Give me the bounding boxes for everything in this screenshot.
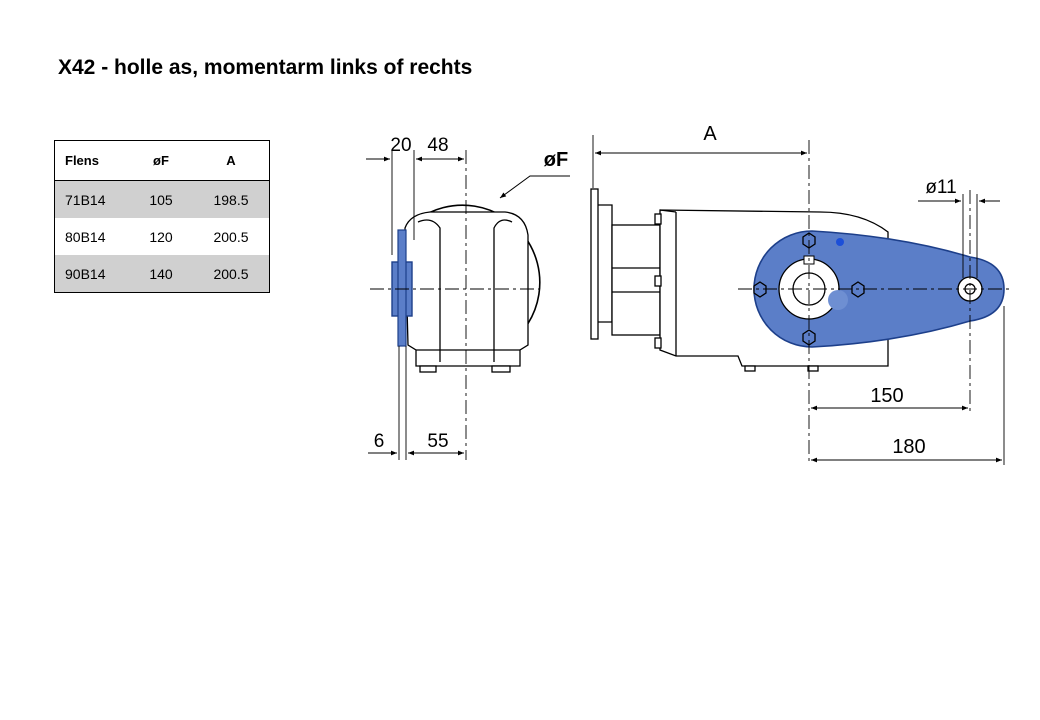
flange-table: Flens øF A 71B14 105 198.5 80B14 120 200… <box>54 140 270 293</box>
cell-diameter-f: 120 <box>129 218 193 255</box>
page-title: X42 - holle as, momentarm links of recht… <box>58 56 473 79</box>
dim-label-150: 150 <box>870 385 903 407</box>
motor-flange <box>590 188 599 340</box>
front-view <box>590 135 1010 465</box>
dim-label-6: 6 <box>374 431 385 452</box>
dim-label-180: 180 <box>892 436 925 458</box>
cell-a: 198.5 <box>193 180 270 218</box>
cell-diameter-f: 105 <box>129 180 193 218</box>
cell-diameter-f: 140 <box>129 255 193 293</box>
header-a: A <box>193 140 270 181</box>
housing-body <box>404 211 529 367</box>
dim-label-20: 20 <box>390 135 411 156</box>
cell-a: 200.5 <box>193 218 270 255</box>
table-row: 80B14 120 200.5 <box>54 218 270 255</box>
dim-label-48: 48 <box>427 135 448 156</box>
dim-label-55: 55 <box>427 431 448 452</box>
dim-label-hole-diameter: ø11 <box>925 177 956 198</box>
table-row: 71B14 105 198.5 <box>54 180 270 218</box>
cell-flens: 80B14 <box>54 218 129 255</box>
dim-label-flange-diameter: øF <box>544 149 568 171</box>
header-diameter-f: øF <box>129 140 193 181</box>
side-view <box>366 150 570 460</box>
dim-label-a: A <box>703 123 717 145</box>
cell-a: 200.5 <box>193 255 270 293</box>
table-header-row: Flens øF A <box>54 140 270 181</box>
cell-flens: 90B14 <box>54 255 129 293</box>
table-row: 90B14 140 200.5 <box>54 255 270 293</box>
header-flens: Flens <box>54 140 129 181</box>
cell-flens: 71B14 <box>54 180 129 218</box>
